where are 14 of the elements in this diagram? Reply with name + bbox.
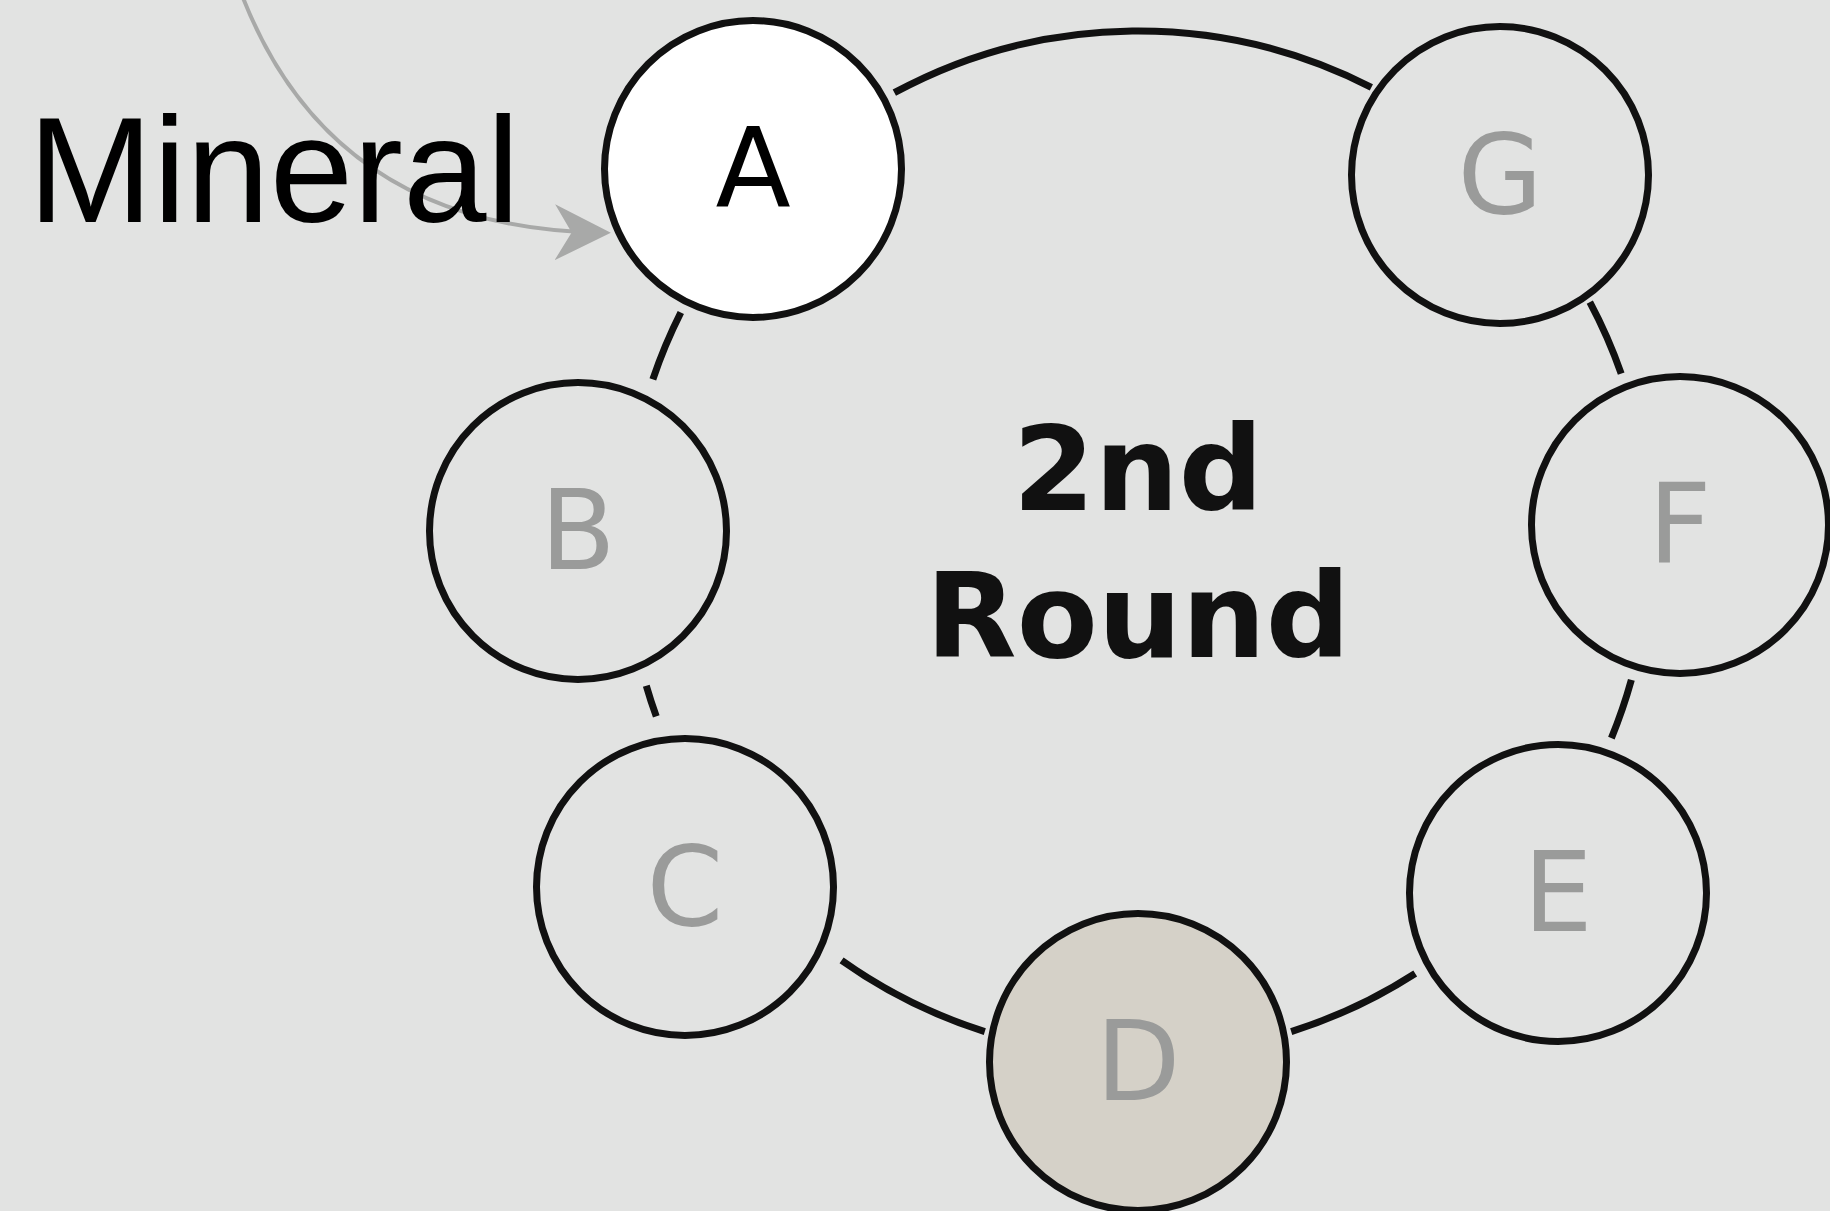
station-letter: D [1095, 998, 1181, 1126]
station-circle [426, 379, 730, 683]
station-letter: E [1523, 829, 1593, 957]
station-letter: C [646, 823, 724, 951]
station-circle [1348, 23, 1652, 327]
station-letter: F [1648, 461, 1712, 589]
edge-label: Mineral [28, 95, 520, 245]
station-letter: A [715, 105, 791, 233]
station-circle [1528, 373, 1830, 677]
station-letter: B [540, 467, 616, 595]
station-circle [1406, 741, 1710, 1045]
station-circle [533, 735, 837, 1039]
round-title: 2nd Round [924, 398, 1352, 687]
station-letter: G [1457, 111, 1543, 239]
